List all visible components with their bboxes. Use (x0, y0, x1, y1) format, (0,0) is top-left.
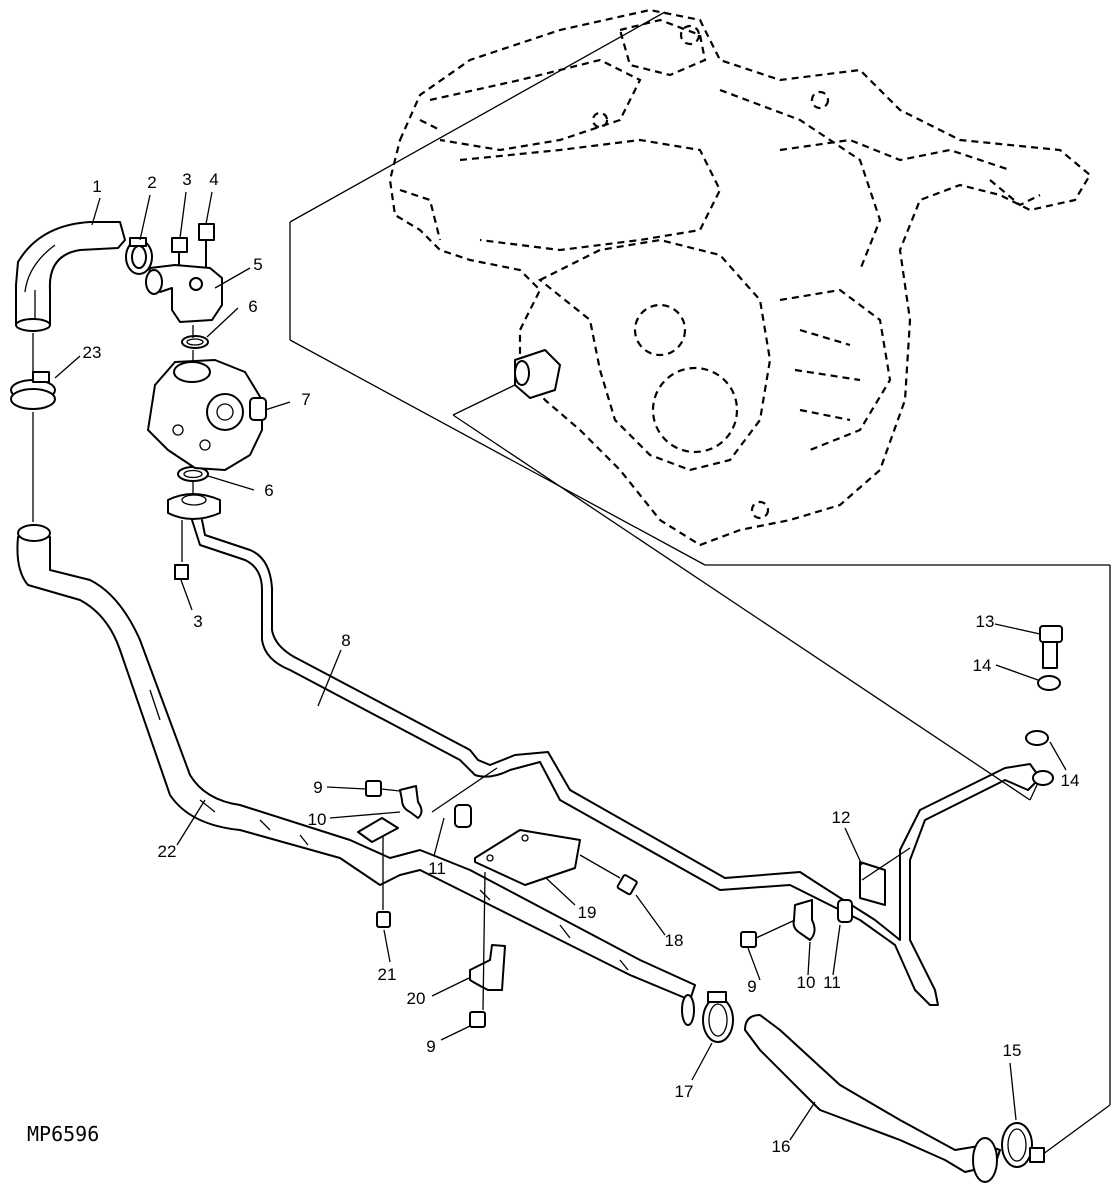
callout-19: 19 (578, 903, 597, 922)
callout-10: 10 (308, 810, 327, 829)
screw-18 (616, 874, 638, 896)
callout-14: 14 (973, 656, 992, 675)
callout-2: 2 (147, 173, 156, 192)
lower-radiator-hose-16 (744, 1014, 1001, 1183)
callout-6: 6 (248, 297, 257, 316)
grommet-11-left (454, 804, 472, 828)
assembly-axis-lines (32, 325, 194, 522)
callout-7: 7 (301, 390, 310, 409)
tube-clamp-10-right (792, 899, 816, 941)
callout-21: 21 (378, 965, 397, 984)
outlet-elbow (145, 264, 223, 323)
engine-pump-mount (514, 349, 561, 399)
hose-bracket-19 (474, 829, 621, 886)
tube-bracket-12 (859, 847, 911, 906)
callout-11: 11 (428, 859, 446, 878)
callout-6: 6 (264, 481, 273, 500)
callout-labels: 1 2 3 4 5 6 7 6 3 8 23 9 10 11 22 13 14 … (83, 170, 1080, 1156)
callout-3: 3 (182, 170, 191, 189)
callout-20: 20 (407, 989, 426, 1008)
callout-1: 1 (92, 177, 101, 196)
water-pump (147, 350, 267, 471)
banjo-bolt-13 (1039, 625, 1063, 669)
callout-9: 9 (313, 778, 322, 797)
callout-11: 11 (823, 973, 841, 992)
callout-14: 14 (1061, 771, 1080, 790)
hose-clamp-23 (10, 371, 56, 410)
callout-5: 5 (253, 255, 262, 274)
callout-23: 23 (83, 343, 102, 362)
screw-9-top (365, 780, 401, 797)
screw-9-bottom (469, 1011, 486, 1028)
engine-block-outline (388, 8, 1092, 547)
diagram-reference-code: MP6596 (27, 1122, 99, 1146)
callout-17: 17 (675, 1082, 694, 1101)
lower-long-hose (16, 524, 696, 1026)
tube-clamp-10-left (399, 785, 423, 819)
hose-clamp-15 (1001, 1122, 1045, 1168)
upper-hose (15, 221, 126, 332)
cap-screw-3-bottom (174, 520, 189, 580)
callout-18: 18 (665, 931, 684, 950)
detail-inset-lines (289, 11, 1111, 1161)
metal-coolant-tube (191, 519, 1054, 1006)
screw-9-middle (740, 919, 796, 948)
callout-22: 22 (158, 842, 177, 861)
callout-15: 15 (1003, 1041, 1022, 1060)
hose-strap-20 (469, 871, 506, 1011)
callout-4: 4 (209, 170, 218, 189)
o-ring-upper (181, 335, 209, 349)
callout-3: 3 (193, 612, 202, 631)
callout-13: 13 (976, 612, 995, 631)
callout-8: 8 (341, 631, 350, 650)
callout-9: 9 (426, 1037, 435, 1056)
callout-12: 12 (832, 808, 851, 827)
callout-10: 10 (797, 973, 816, 992)
callout-leaders (54, 191, 1067, 1141)
hose-clamp-upper (125, 237, 153, 275)
bracket-line-left (431, 767, 498, 813)
lower-pump-adapter (167, 481, 221, 520)
grommet-11-right (837, 899, 853, 923)
washer-14-bottom (1025, 730, 1049, 746)
callout-9: 9 (747, 977, 756, 996)
bracket-mount-21 (357, 817, 399, 928)
callout-16: 16 (772, 1137, 791, 1156)
washer-14-top (1037, 675, 1061, 691)
hose-clamp-17 (702, 991, 734, 1043)
